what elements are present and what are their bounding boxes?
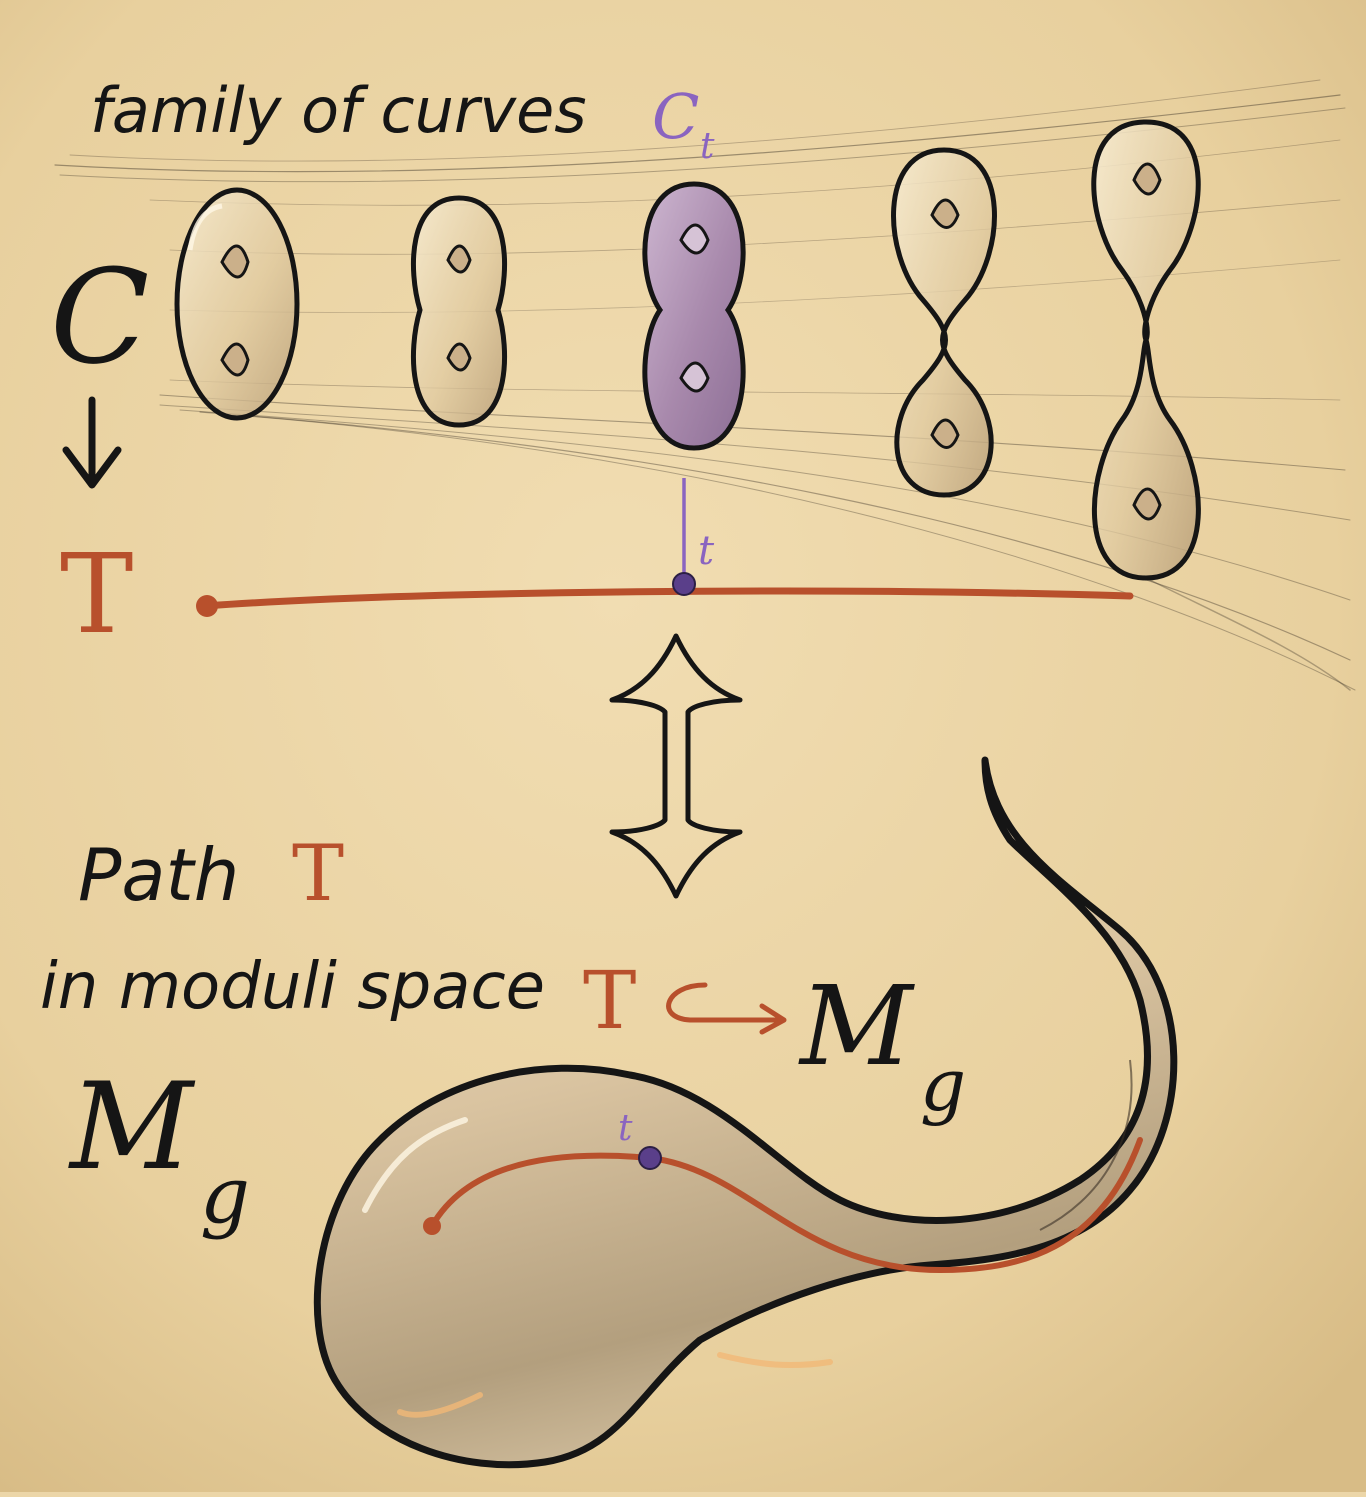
point-t-label: t xyxy=(698,528,715,574)
curve-1 xyxy=(174,187,300,421)
path-label: Path xyxy=(78,833,239,917)
curve-5 xyxy=(1091,119,1201,581)
map-target-label: M xyxy=(798,962,915,1090)
point-t xyxy=(672,572,696,596)
curve-2 xyxy=(410,195,508,428)
inclusion-arrow xyxy=(666,982,787,1035)
point-t-in-moduli-label: t xyxy=(618,1108,633,1149)
map-source-label: T xyxy=(583,954,636,1047)
moduli-space-surface xyxy=(313,756,1178,1469)
family-of-curves-label: family of curves xyxy=(90,74,587,147)
total-space-label: C xyxy=(50,241,149,393)
fiber-subscript: t xyxy=(700,126,715,167)
moduli-subscript: g xyxy=(200,1151,250,1241)
correspondence-arrow xyxy=(609,633,743,899)
path-in-moduli xyxy=(423,1137,1143,1274)
projection-arrow xyxy=(62,396,122,489)
point-t-in-moduli xyxy=(638,1146,662,1170)
curve-4 xyxy=(891,147,997,498)
curve-3 xyxy=(642,181,746,451)
map-target-subscript: g xyxy=(920,1043,966,1127)
fiber-label: C xyxy=(652,80,699,153)
in-moduli-space-label: in moduli space xyxy=(40,950,545,1024)
base-curve xyxy=(196,587,1134,617)
path-T-label: T xyxy=(292,829,344,919)
base-label: T xyxy=(60,530,133,658)
moduli-label: M xyxy=(68,1058,196,1197)
